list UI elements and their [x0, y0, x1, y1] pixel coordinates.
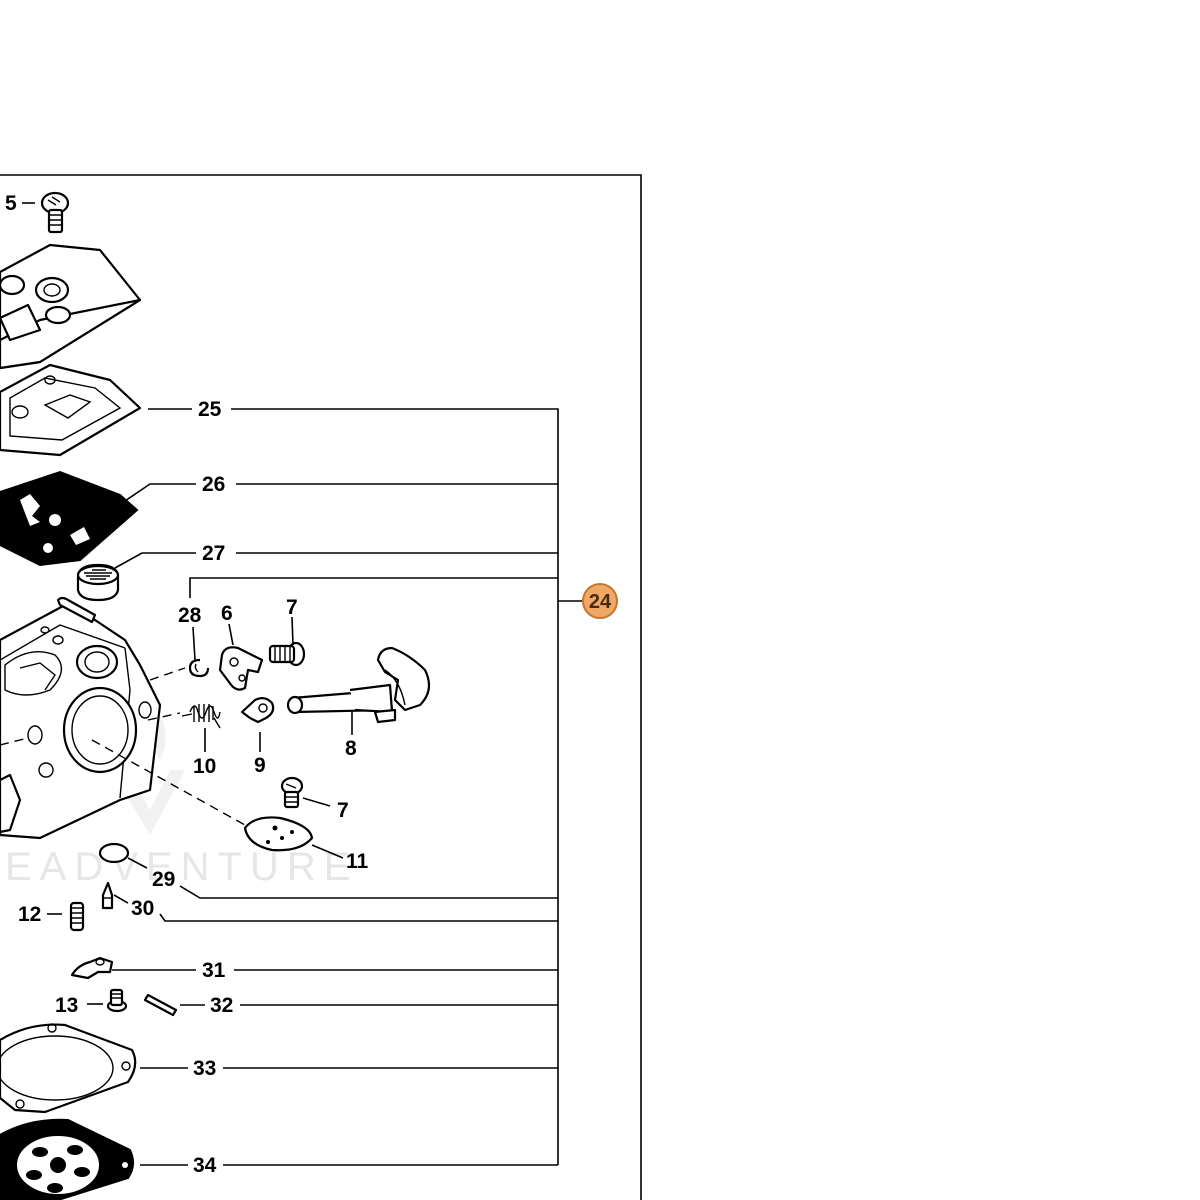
label-part-6[interactable]: 6 [221, 602, 233, 625]
part-33-gasket[interactable] [0, 1023, 137, 1114]
part-13-screw[interactable] [106, 988, 128, 1013]
part-9-stop[interactable] [240, 696, 275, 724]
part-7-screw-lower[interactable] [280, 776, 304, 809]
part-7-screw-top[interactable] [268, 641, 306, 667]
part-carburetor-body[interactable] [0, 596, 162, 840]
diagram-frame [0, 174, 642, 1200]
label-part-29[interactable]: 29 [152, 868, 175, 891]
label-part-8[interactable]: 8 [345, 737, 357, 760]
part-25-gasket[interactable] [0, 363, 142, 457]
part-34-diaphragm[interactable] [0, 1118, 134, 1200]
part-28-circlip[interactable] [188, 658, 210, 678]
label-part-9[interactable]: 9 [254, 754, 266, 777]
label-part-33[interactable]: 33 [193, 1057, 216, 1080]
part-11-disc[interactable] [243, 816, 314, 852]
leader-lines [22, 202, 583, 1166]
label-part-26[interactable]: 26 [202, 473, 225, 496]
label-part-13[interactable]: 13 [55, 994, 78, 1017]
part-5-screw[interactable] [40, 191, 70, 234]
label-part-7-lower[interactable]: 7 [337, 799, 349, 822]
part-29-oring[interactable] [98, 842, 130, 864]
label-part-12[interactable]: 12 [18, 903, 41, 926]
part-10-spring[interactable] [181, 704, 221, 729]
label-part-27[interactable]: 27 [202, 542, 225, 565]
label-part-31[interactable]: 31 [202, 959, 226, 982]
label-part-28[interactable]: 28 [178, 604, 202, 627]
label-part-11[interactable]: 11 [346, 850, 369, 873]
watermark-text: EADVENTURE [5, 845, 358, 889]
label-part-32[interactable]: 32 [210, 994, 233, 1017]
part-number-labels: 5 25 26 27 28 6 7 8 9 10 7 11 29 30 12 3… [5, 192, 369, 1177]
part-12-spring[interactable] [69, 901, 85, 932]
callout-circle[interactable] [582, 583, 618, 619]
part-8-throttle-shaft[interactable] [286, 646, 431, 724]
label-part-34[interactable]: 34 [193, 1154, 217, 1177]
label-part-25[interactable]: 25 [198, 398, 222, 421]
label-part-24[interactable]: 24 [589, 591, 612, 613]
label-part-7-top[interactable]: 7 [286, 596, 298, 619]
part-32-pin[interactable] [143, 993, 178, 1017]
part-6-lever[interactable] [218, 646, 264, 691]
part-27-filter[interactable] [76, 563, 120, 602]
part-cover-plate[interactable] [0, 243, 142, 370]
callout-part-24[interactable]: 24 [582, 583, 618, 619]
assembly-line-28 [149, 667, 186, 681]
part-26-diaphragm[interactable] [0, 470, 139, 567]
label-part-5[interactable]: 5 [5, 192, 17, 215]
part-30-needle[interactable] [101, 881, 114, 910]
part-31-lever[interactable] [70, 956, 114, 980]
assembly-line-10 [147, 712, 181, 721]
label-part-10[interactable]: 10 [193, 755, 216, 778]
assembly-line-left [0, 737, 29, 746]
label-part-30[interactable]: 30 [131, 897, 154, 920]
